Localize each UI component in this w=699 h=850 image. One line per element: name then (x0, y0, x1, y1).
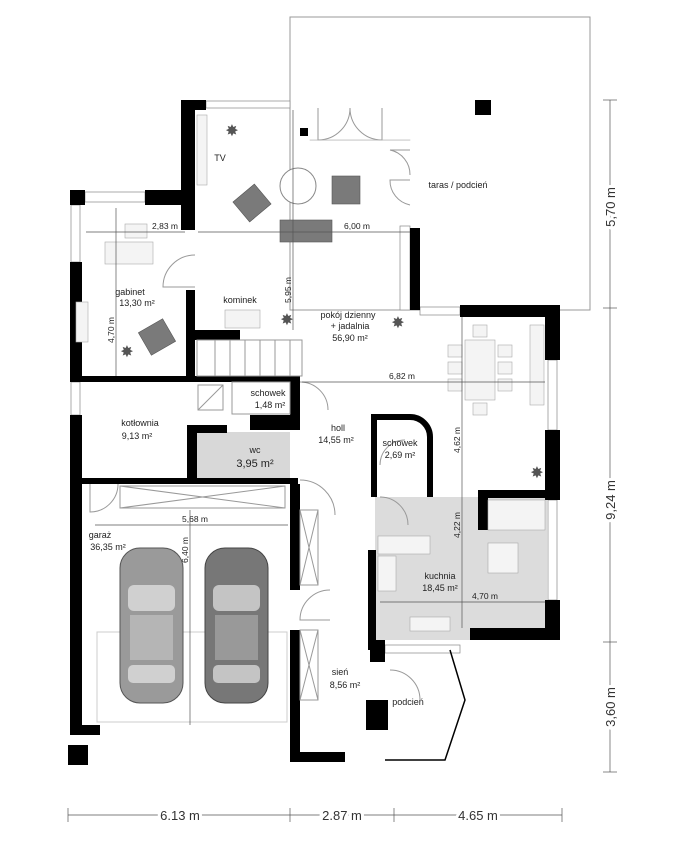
room-labels: TV taras / podcień gabinet 13,30 m² komi… (89, 153, 488, 707)
room-pokoj-area: 56,90 m² (332, 333, 368, 343)
dim-gabinet-depth: 4,70 m (106, 317, 116, 343)
plant-icon: ✸ (530, 465, 543, 482)
inner-dimension-labels: 2,83 m 6,00 m 5,95 m 4,70 m 6,82 m 4,62 … (106, 221, 498, 601)
dim-garage-depth: 6,40 m (180, 537, 190, 563)
room-garaz-label: garaż (89, 530, 112, 540)
wc-floor (195, 432, 290, 480)
plant-icon: ✸ (391, 315, 404, 332)
garage-storage (96, 485, 319, 723)
room-kuchnia-label: kuchnia (424, 571, 455, 581)
room-kominek-label: kominek (223, 295, 257, 305)
car-left (119, 547, 184, 704)
room-podcien-label: podcień (392, 697, 424, 707)
room-schowek2-area: 2,69 m² (385, 450, 416, 460)
room-kotlownia-label: kotłownia (121, 418, 159, 428)
dim-dining-depth: 4,62 m (452, 427, 462, 453)
room-taras-label: taras / podcień (428, 180, 487, 190)
dim-bottom-1: 6.13 m (160, 808, 200, 823)
dim-garage-width: 5,68 m (182, 514, 208, 524)
room-wc-label: wc (249, 445, 261, 455)
car-right (204, 547, 269, 704)
plant-icon: ✸ (120, 344, 133, 361)
plant-icon: ✸ (225, 123, 238, 140)
furniture (75, 114, 546, 632)
outer-dimension-labels: 6.13 m 2.87 m 4.65 m 5,70 m 9,24 m 3,60 … (157, 184, 621, 826)
room-sien-area: 8,56 m² (330, 680, 361, 690)
kitchen-floor-ext (375, 632, 470, 640)
terrace-outline (289, 16, 591, 311)
dim-living-width: 6,00 m (344, 221, 370, 231)
dim-right-1: 5,70 m (603, 187, 618, 227)
room-holl-area: 14,55 m² (318, 435, 354, 445)
plant-icons: ✸ ✸ ✸ ✸ ✸ (120, 123, 543, 482)
staircase (196, 339, 303, 415)
room-pokoj-label2: + jadalnia (331, 321, 370, 331)
room-garaz-area: 36,35 m² (90, 542, 126, 552)
walls (68, 100, 560, 765)
dim-bottom-2: 2.87 m (322, 808, 362, 823)
room-wc-area: 3,95 m² (236, 458, 274, 470)
dim-kitchen-width: 4,70 m (472, 591, 498, 601)
room-schowek1-area: 1,48 m² (255, 400, 286, 410)
room-tv-label: TV (214, 153, 226, 163)
room-kotlownia-area: 9,13 m² (122, 431, 153, 441)
room-schowek1-label: schowek (250, 388, 286, 398)
room-pokoj-label: pokój dzienny (320, 310, 376, 320)
dim-right-3: 3,60 m (603, 687, 618, 727)
dim-living-depth: 5,95 m (283, 277, 293, 303)
dim-kitchen-depth: 4,22 m (452, 512, 462, 538)
outer-dimension-bottom (67, 808, 563, 822)
outer-dimension-right (603, 99, 617, 773)
room-holl-label: holl (331, 423, 345, 433)
dim-right-2: 9,24 m (603, 480, 618, 520)
plant-icon: ✸ (280, 312, 293, 329)
room-schowek2-label: schowek (382, 438, 418, 448)
dim-bottom-3: 4.65 m (458, 808, 498, 823)
room-sien-label: sień (332, 667, 349, 677)
room-gabinet-area: 13,30 m² (119, 298, 155, 308)
dim-gabinet-width: 2,83 m (152, 221, 178, 231)
room-kuchnia-area: 18,45 m² (422, 583, 458, 593)
room-gabinet-label: gabinet (115, 287, 145, 297)
dimension-lines (86, 110, 545, 725)
dim-dining-width: 6,82 m (389, 371, 415, 381)
